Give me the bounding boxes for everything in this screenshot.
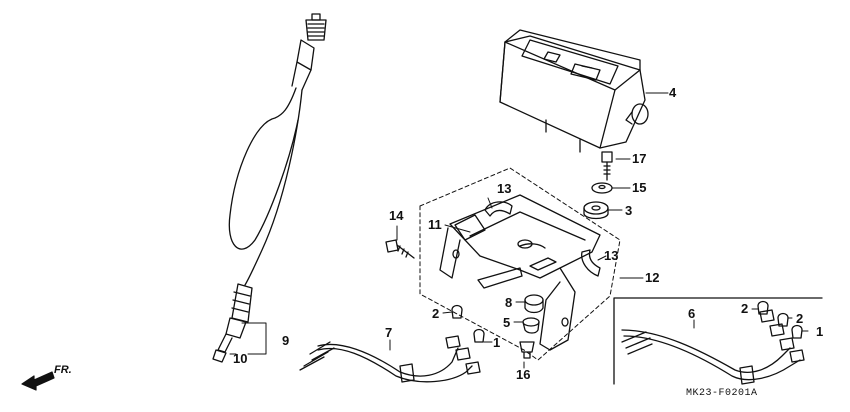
callout-14: 14 bbox=[389, 208, 404, 223]
callout-13-right: 13 bbox=[604, 248, 619, 263]
grommet-8 bbox=[524, 294, 544, 314]
callout-2-inset-a: 2 bbox=[741, 301, 749, 316]
callout-9: 9 bbox=[282, 333, 290, 348]
speedometer-assembly bbox=[499, 29, 649, 153]
bulb-2-inset-b bbox=[777, 312, 789, 327]
leader-lines bbox=[229, 92, 809, 369]
bolt-14 bbox=[385, 239, 415, 259]
inset-box bbox=[613, 297, 823, 385]
callout-2-center: 2 bbox=[432, 306, 440, 321]
bulb-1-inset bbox=[791, 324, 803, 339]
callout-17: 17 bbox=[632, 151, 647, 166]
bulb-2-inset-a bbox=[757, 300, 769, 315]
callout-1-inset: 1 bbox=[816, 324, 824, 339]
drawing-code: MK23-F0201A bbox=[686, 388, 758, 399]
bulb-1-center bbox=[473, 328, 485, 343]
callout-6: 6 bbox=[688, 306, 696, 321]
front-direction-arrow bbox=[21, 371, 55, 391]
meter-bracket bbox=[439, 194, 601, 351]
callout-4: 4 bbox=[669, 85, 677, 100]
callout-10: 10 bbox=[233, 351, 248, 366]
bracket-outline bbox=[419, 167, 621, 361]
wire-harness-7 bbox=[299, 335, 481, 383]
callout-12: 12 bbox=[645, 270, 660, 285]
callout-13-upper: 13 bbox=[497, 181, 512, 196]
speedometer-cable bbox=[212, 13, 327, 363]
washer-15 bbox=[591, 182, 613, 194]
callout-5: 5 bbox=[503, 315, 511, 330]
wire-harness-6 bbox=[621, 309, 805, 385]
socket-16 bbox=[519, 341, 535, 359]
callout-16: 16 bbox=[516, 367, 531, 382]
bulb-2-center bbox=[451, 304, 463, 319]
bolt-17 bbox=[601, 151, 613, 181]
collar-5 bbox=[522, 317, 540, 334]
grommet-3 bbox=[583, 201, 609, 220]
clip-13-right bbox=[581, 249, 601, 277]
callout-15: 15 bbox=[632, 180, 647, 195]
front-direction-label: FR. bbox=[54, 364, 72, 376]
callout-11: 11 bbox=[428, 217, 442, 232]
callout-2-inset-b: 2 bbox=[796, 311, 804, 326]
callout-1-center: 1 bbox=[493, 335, 501, 350]
callout-8: 8 bbox=[505, 295, 513, 310]
callout-7: 7 bbox=[385, 325, 393, 340]
clip-13-upper bbox=[484, 201, 513, 217]
callout-3: 3 bbox=[625, 203, 633, 218]
